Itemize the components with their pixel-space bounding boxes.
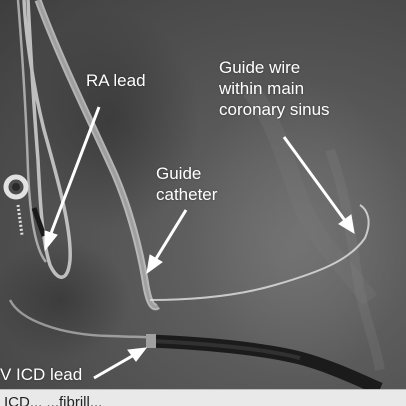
vertebra-ridge xyxy=(242,84,378,306)
ring-marker xyxy=(3,174,29,200)
guide-wire-arrowhead xyxy=(338,214,355,234)
guide-catheter-arrow xyxy=(152,209,188,263)
guide-wire-label: Guide wire within main coronary sinus xyxy=(219,57,330,120)
guide-catheter-label-line-1: Guide xyxy=(156,164,202,183)
electrode-coil xyxy=(16,204,24,236)
rv-icd-lead-arrowhead xyxy=(127,347,148,362)
ra-lead-arrowhead xyxy=(44,230,58,252)
guide-wire xyxy=(149,204,370,301)
vertebra-edge xyxy=(325,148,385,371)
diaphragm-shadow xyxy=(0,240,130,360)
guide-wire-label-line-2: within main xyxy=(219,79,305,98)
caption-strip: ICD... ...fibrill... xyxy=(0,389,406,406)
ring-marker-center xyxy=(12,183,20,191)
annotation-arrows xyxy=(44,106,355,380)
ra-lead-arrow xyxy=(48,106,101,237)
rv-icd-lead-tip xyxy=(146,334,156,348)
ra-lead xyxy=(22,0,72,279)
ra-lead-2 xyxy=(16,0,47,263)
ra-lead-tip xyxy=(31,207,47,237)
guide-catheter-label-line-2: catheter xyxy=(156,185,218,204)
rv-icd-lead-sheen xyxy=(149,339,301,360)
guide-catheter-label: Guide catheter xyxy=(156,163,217,205)
caption-text: ICD... ...fibrill... xyxy=(4,394,103,406)
rv-icd-lead-label: V ICD lead xyxy=(0,365,83,384)
fluoroscopy-scene xyxy=(0,0,406,389)
rv-icd-lead-arrow xyxy=(93,353,135,380)
guide-wire-label-line-3: coronary sinus xyxy=(219,100,330,119)
guide-wire-label-line-1: Guide wire xyxy=(219,58,301,77)
ra-lead-label: RA lead xyxy=(86,71,146,90)
spine-shadow xyxy=(190,80,406,380)
guide-catheter-arrowhead xyxy=(146,254,163,275)
guide-catheter-core xyxy=(36,0,159,309)
guide-wire-arrow xyxy=(282,136,348,223)
